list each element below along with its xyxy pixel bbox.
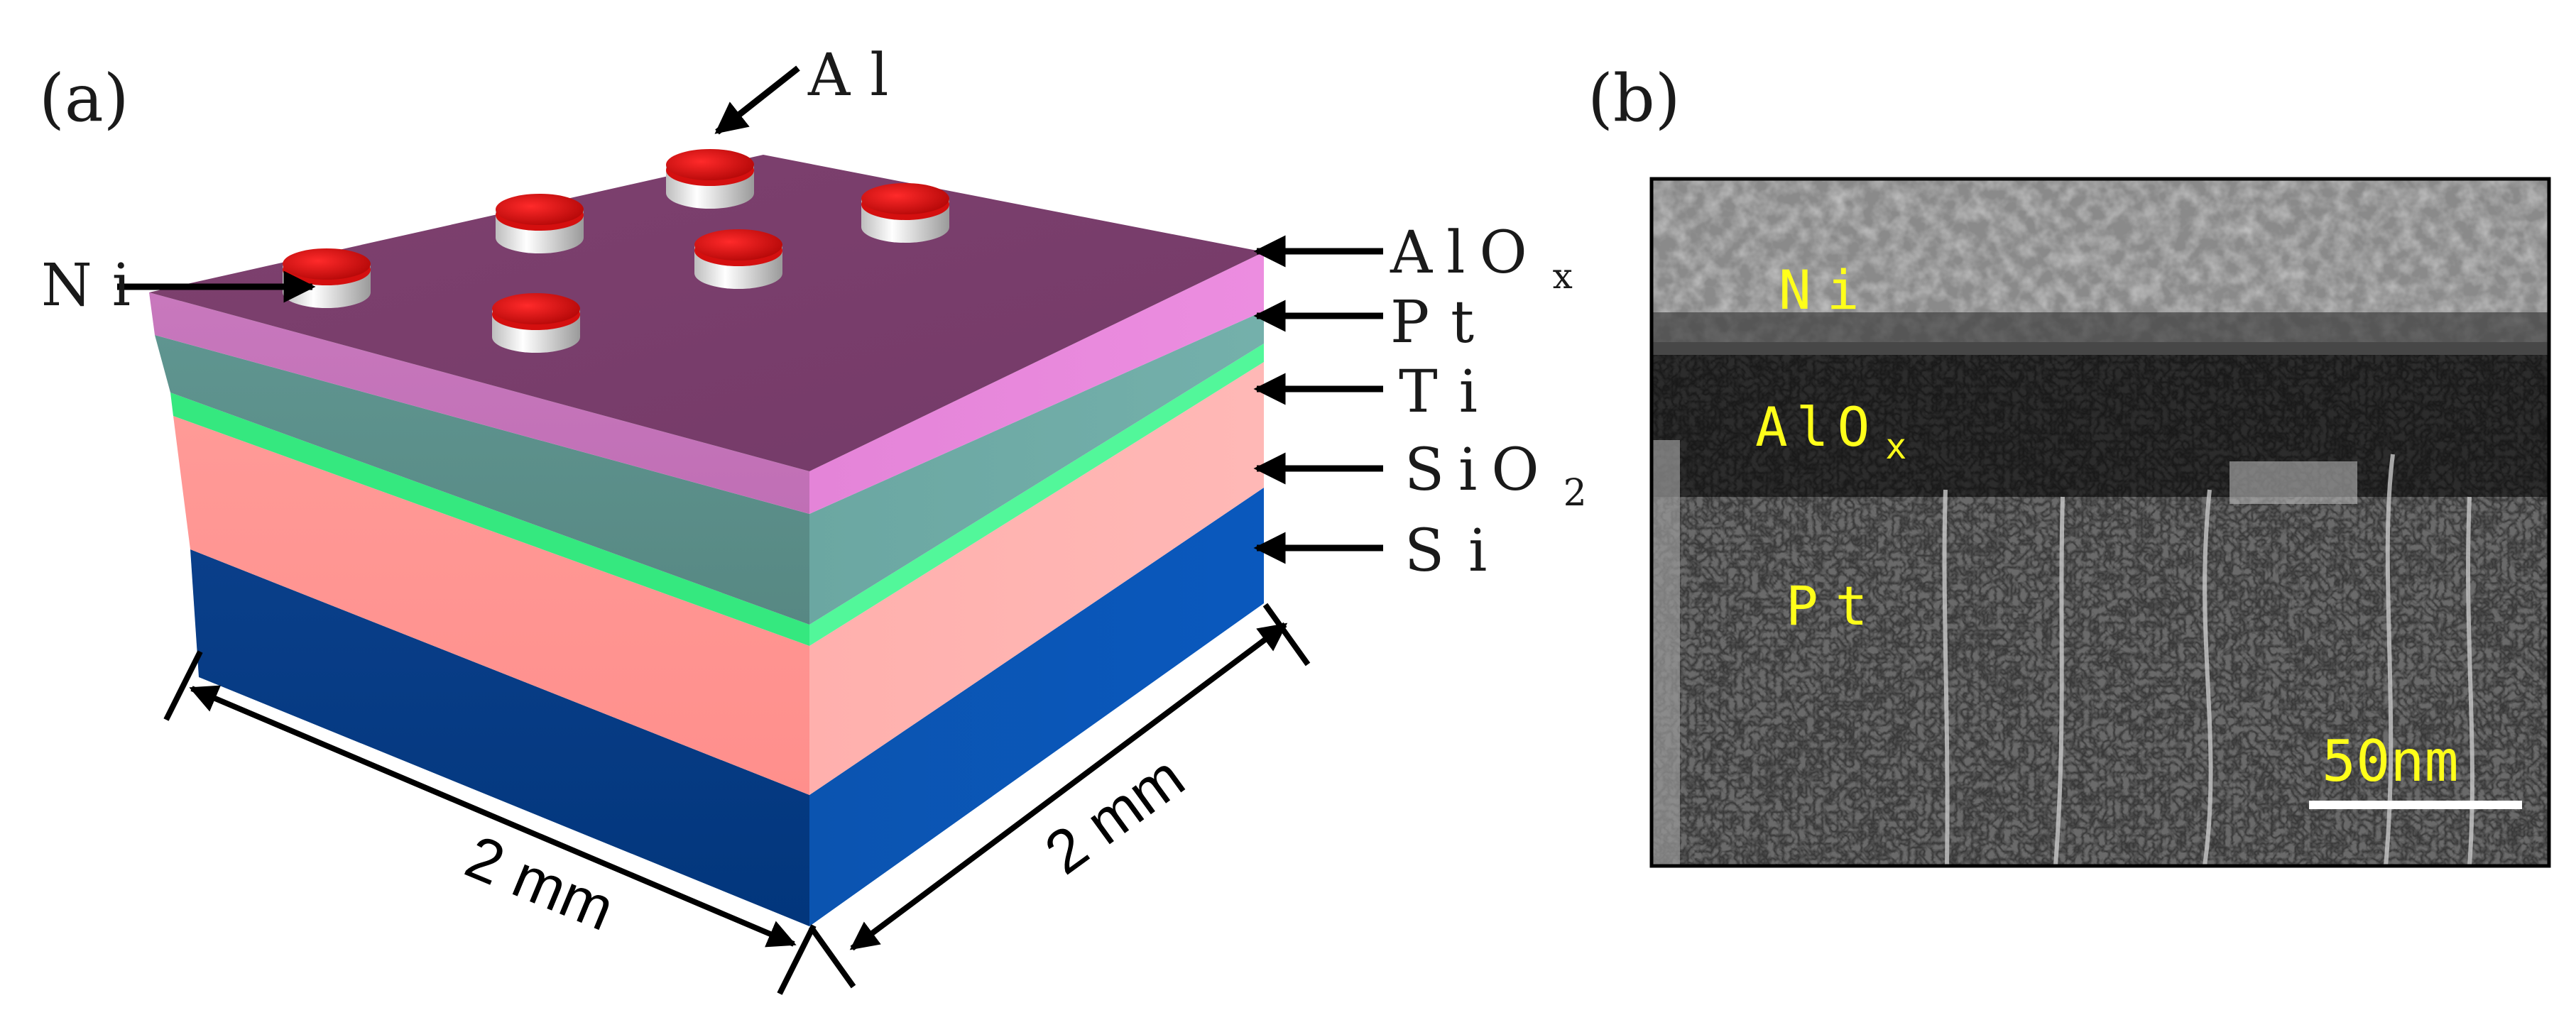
sem-pt-label: Pt <box>1786 574 1885 637</box>
ti-label: Ti <box>1399 358 1499 426</box>
dimension-side-label: 2 mm <box>1033 742 1196 887</box>
pt-layer-side <box>809 311 1264 625</box>
al-cap-top <box>496 194 584 225</box>
panel-a: (a) 2 mm <box>39 42 1601 995</box>
electrode <box>694 229 782 289</box>
electrode <box>492 293 580 353</box>
al-cap-top <box>694 229 782 260</box>
callouts <box>117 65 1383 564</box>
sem-ni-label: Ni <box>1779 258 1875 322</box>
al-cap-top <box>861 183 949 214</box>
al-cap-top <box>492 293 580 324</box>
electrode <box>283 248 371 308</box>
electrode <box>861 183 949 243</box>
top-surface <box>149 155 1264 471</box>
ti-layer-side <box>809 344 1264 646</box>
pt-label: Pt <box>1390 289 1495 356</box>
scale-bar <box>2309 801 2522 809</box>
si-label: Si <box>1404 517 1511 585</box>
ni-label: Ni <box>41 252 151 319</box>
ti-layer-front <box>170 393 809 646</box>
electrode <box>496 194 584 253</box>
al-cap-top <box>666 149 754 180</box>
dimension-front-label: 2 mm <box>457 823 623 944</box>
sem-frame <box>1649 177 2551 868</box>
pt-layer-front <box>155 335 809 625</box>
al-label: Al <box>807 42 908 109</box>
alox-layer-side <box>809 252 1264 514</box>
electrode <box>666 149 754 209</box>
al-cap-top <box>283 248 371 280</box>
scale-bar-label: 50nm <box>2322 728 2459 794</box>
panel-a-label: (a) <box>39 60 129 136</box>
panel-b-label: (b) <box>1588 60 1681 136</box>
alox-layer-front <box>149 292 809 514</box>
